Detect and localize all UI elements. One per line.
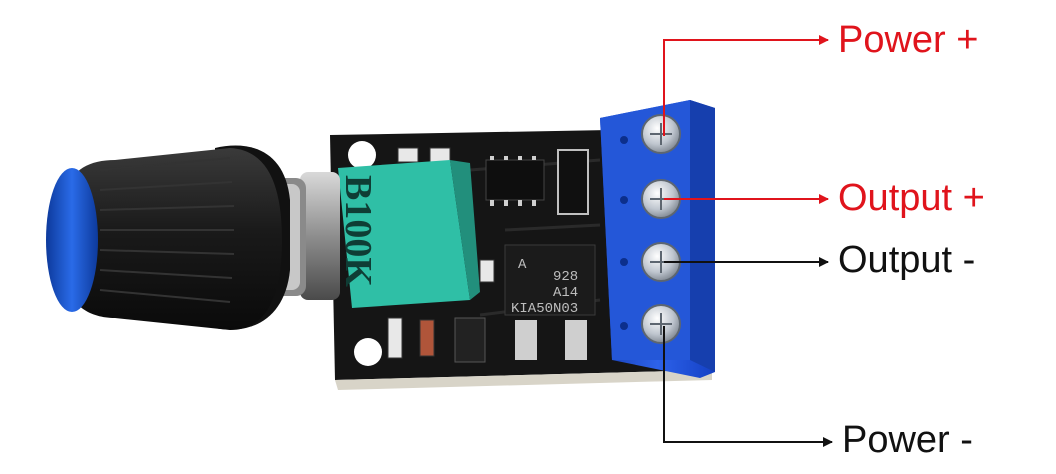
terminal-block xyxy=(600,100,715,378)
label-power-minus: Power - xyxy=(842,419,973,461)
label-power-plus: Power + xyxy=(838,19,979,61)
leader-power-minus xyxy=(663,326,833,447)
smd-capacitor xyxy=(479,259,495,283)
schottky-diode xyxy=(557,149,589,215)
smd-ic xyxy=(454,317,486,363)
smd-resistor xyxy=(397,147,419,163)
smd-diode xyxy=(387,317,403,359)
mosfet-line-1: 928 xyxy=(553,269,578,285)
smd-resistor xyxy=(429,147,451,163)
mosfet: A 928 A14 KIA50N03 xyxy=(504,244,596,360)
pwm-chip xyxy=(485,156,545,206)
knob-cap xyxy=(46,168,98,312)
mounting-hole xyxy=(354,338,382,366)
label-output-plus: Output + xyxy=(838,177,985,219)
potentiometer-label: B100K xyxy=(337,175,379,287)
terminal-screw-power-minus[interactable] xyxy=(641,304,681,344)
mosfet-line-3: KIA50N03 xyxy=(511,301,578,317)
leader-power-plus xyxy=(663,35,829,136)
knob[interactable] xyxy=(46,145,290,330)
mosfet-line-2: A14 xyxy=(553,285,578,301)
mounting-hole xyxy=(348,141,376,169)
mosfet-mark: A xyxy=(518,257,527,273)
smd-diode xyxy=(419,319,435,357)
terminal-screw-power-plus[interactable] xyxy=(641,114,681,154)
potentiometer: B100K xyxy=(337,160,480,308)
label-output-minus: Output - xyxy=(838,239,976,281)
